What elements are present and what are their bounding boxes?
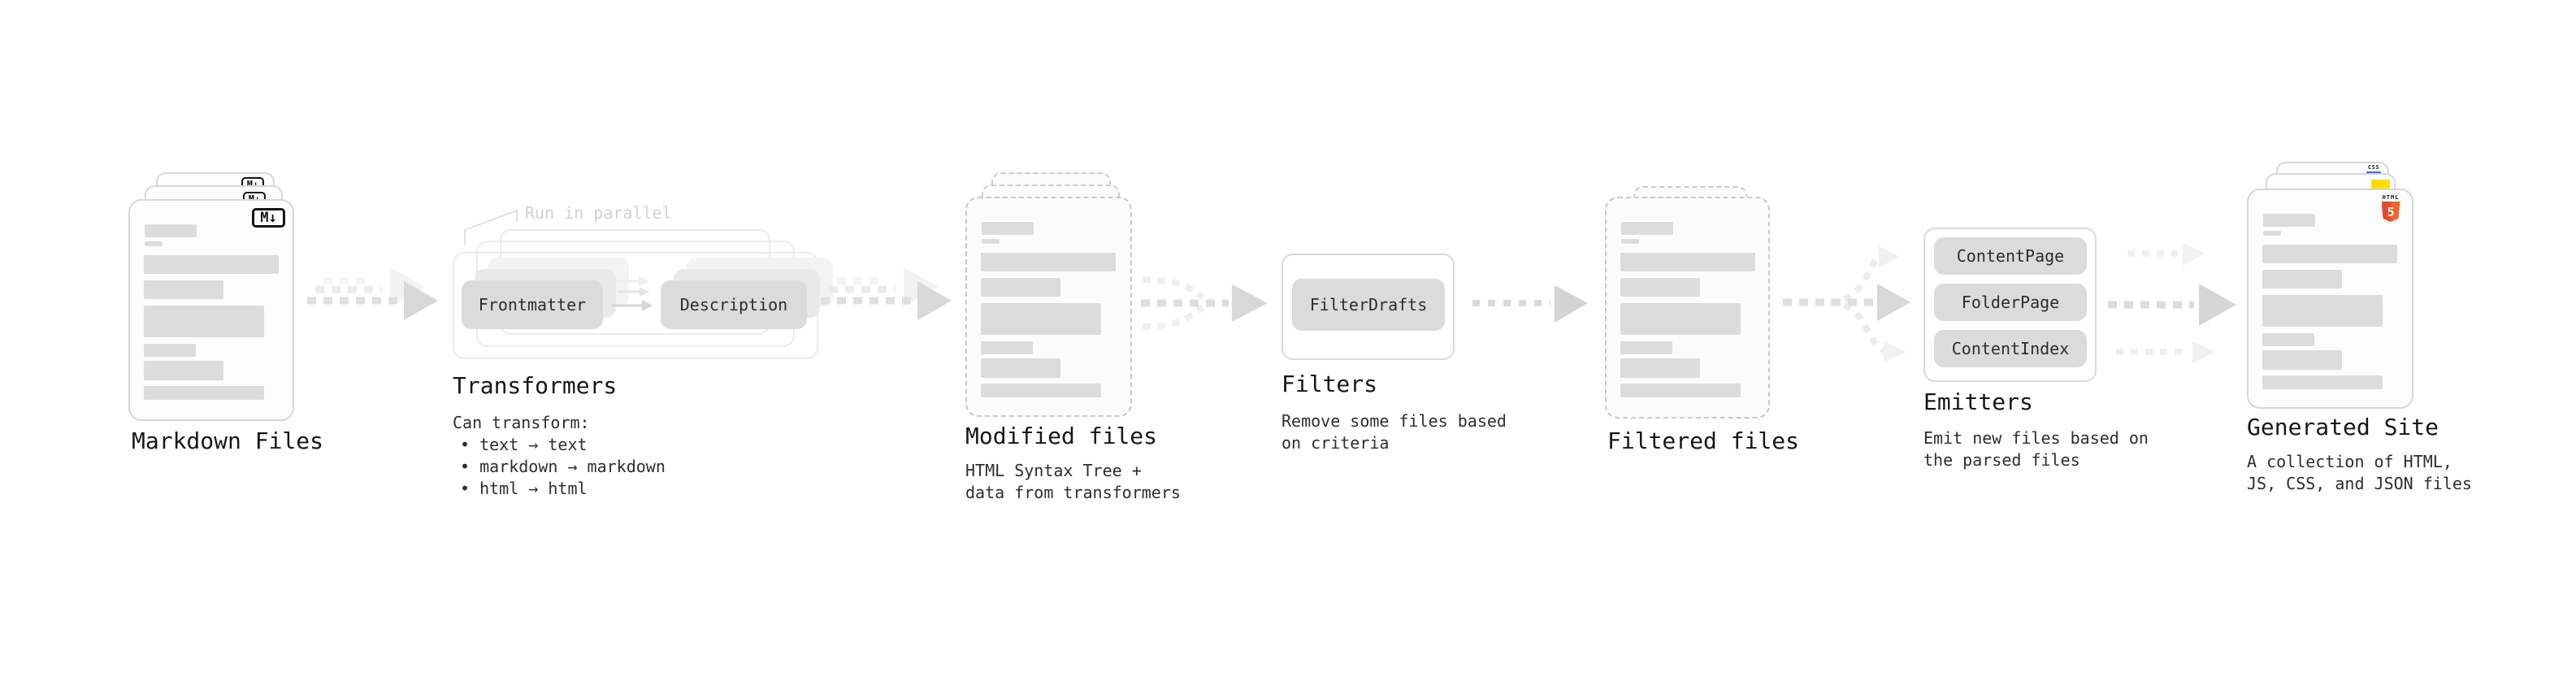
placeholder-bar	[144, 255, 279, 274]
markdown-file-card: M↓	[128, 199, 294, 421]
arrow-modified-to-filters	[1141, 276, 1268, 330]
placeholder-bar	[1620, 253, 1755, 271]
folderpage-button-label: FolderPage	[1961, 293, 2060, 312]
placeholder-bar	[144, 306, 264, 337]
document-content-placeholder	[2249, 190, 2412, 407]
placeholder-bar	[144, 361, 223, 380]
filters-desc-line: on criteria	[1281, 433, 1390, 453]
filterdrafts-button: FilterDrafts	[1292, 279, 1445, 331]
contentpage-button: ContentPage	[1934, 237, 2087, 275]
placeholder-bar	[2262, 333, 2314, 346]
placeholder-bar	[1620, 384, 1741, 397]
stage-label-generated-site: Generated Site	[2247, 414, 2439, 440]
placeholder-bar	[144, 386, 264, 400]
generated-site-card: HTML 5	[2247, 189, 2413, 409]
arrow-filters-to-filtered	[1472, 285, 1588, 323]
stage-label-filters: Filters	[1281, 371, 1378, 397]
markdown-icon: M↓	[252, 208, 285, 228]
description-button: Description	[661, 280, 807, 329]
placeholder-bar	[1621, 222, 1673, 235]
stage-label-transformers: Transformers	[453, 372, 618, 399]
stage-label-emitters: Emitters	[1923, 388, 2033, 415]
run-in-parallel-annotation: Run in parallel	[525, 203, 672, 223]
modified-files-desc-line: data from transformers	[965, 483, 1181, 502]
generated-site-desc-line: A collection of HTML,	[2247, 452, 2452, 471]
placeholder-bar	[982, 239, 1000, 244]
transformers-bullet: • html → html	[460, 479, 588, 498]
emitters-desc-line: Emit new files based on	[1923, 428, 2149, 448]
placeholder-bar	[1620, 358, 1700, 378]
placeholder-bar	[1620, 341, 1672, 354]
document-content-placeholder	[130, 201, 293, 419]
arrow-transformers-to-modified	[821, 267, 952, 320]
transformers-note-title: Can transform:	[453, 413, 590, 432]
emitters-desc-line: the parsed files	[1923, 450, 2080, 470]
placeholder-bar	[2262, 245, 2397, 263]
transformers-bullet: • text → text	[460, 435, 588, 454]
modified-files-desc-line: HTML Syntax Tree +	[965, 461, 1142, 480]
stage-label-modified-files: Modified files	[965, 423, 1158, 449]
filtered-file-card	[1605, 197, 1770, 419]
arrow-markdown-to-transformers	[307, 267, 438, 320]
placeholder-bar	[2262, 270, 2342, 288]
placeholder-bar	[1620, 303, 1741, 335]
placeholder-bar	[2262, 375, 2383, 389]
placeholder-bar	[1620, 278, 1700, 297]
document-content-placeholder	[1607, 198, 1768, 417]
placeholder-bar	[2263, 214, 2315, 227]
description-button-label: Description	[679, 295, 788, 314]
placeholder-bar	[145, 241, 163, 246]
placeholder-bar	[981, 253, 1116, 271]
placeholder-bar	[144, 344, 196, 357]
placeholder-bar	[144, 280, 223, 299]
arrow-emitters-to-generated	[2108, 242, 2236, 363]
stage-label-filtered-files: Filtered files	[1607, 427, 1800, 454]
transformers-bullet: • markdown → markdown	[460, 457, 666, 476]
contentindex-button: ContentIndex	[1934, 330, 2087, 367]
placeholder-bar	[981, 278, 1060, 297]
placeholder-bar	[981, 341, 1033, 354]
filters-desc-line: Remove some files based	[1281, 411, 1507, 431]
generated-site-desc-line: JS, CSS, and JSON files	[2247, 474, 2472, 493]
placeholder-bar	[145, 224, 197, 237]
placeholder-bar	[982, 222, 1034, 235]
modified-file-card	[965, 197, 1132, 417]
contentindex-button-label: ContentIndex	[1951, 339, 2070, 358]
contentpage-button-label: ContentPage	[1956, 246, 2065, 266]
emitters-button-list: ContentPage FolderPage ContentIndex	[1934, 237, 2087, 367]
placeholder-bar	[981, 358, 1060, 378]
frontmatter-button: Frontmatter	[462, 280, 603, 329]
placeholder-bar	[2262, 350, 2342, 370]
arrow-filtered-to-emitters	[1783, 246, 1910, 362]
document-content-placeholder	[967, 198, 1130, 415]
stage-label-markdown-files: Markdown Files	[132, 427, 324, 454]
folderpage-button: FolderPage	[1934, 284, 2087, 321]
placeholder-bar	[2263, 231, 2281, 236]
placeholder-bar	[981, 303, 1101, 335]
placeholder-bar	[2262, 295, 2383, 327]
frontmatter-button-label: Frontmatter	[478, 295, 587, 314]
filterdrafts-button-label: FilterDrafts	[1309, 295, 1428, 314]
placeholder-bar	[1621, 239, 1639, 244]
javascript-icon	[2371, 180, 2390, 190]
placeholder-bar	[981, 384, 1101, 397]
html5-icon: HTML 5	[2380, 194, 2401, 222]
